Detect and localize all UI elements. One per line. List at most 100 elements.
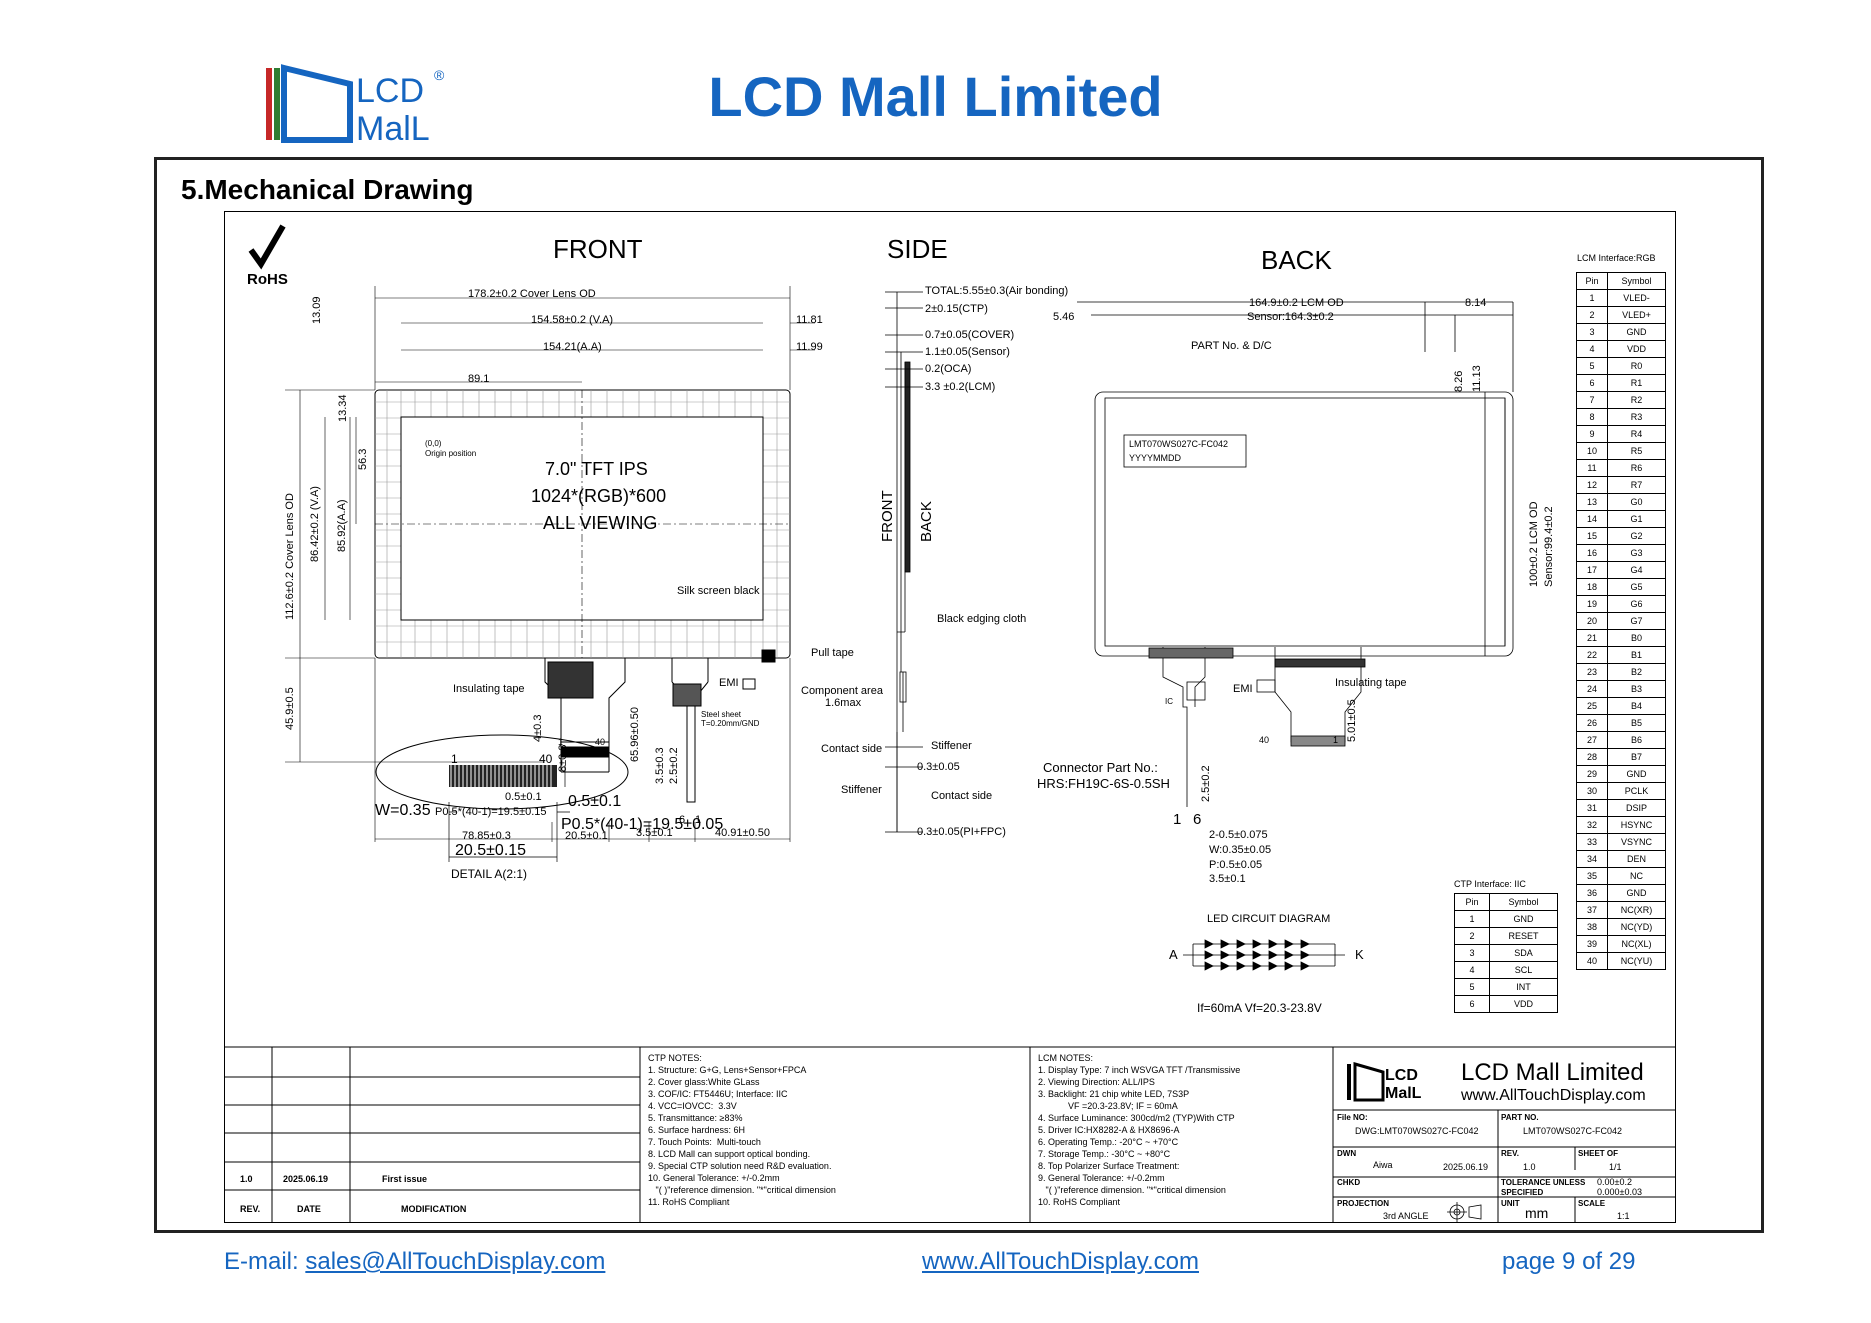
emi-label: EMI — [719, 677, 739, 689]
email-link[interactable]: sales@AllTouchDisplay.com — [305, 1248, 606, 1275]
tb-unit-label: UNIT — [1501, 1199, 1520, 1208]
tb-company: LCD Mall Limited — [1461, 1059, 1644, 1086]
symbol-cell: R0 — [1607, 357, 1666, 375]
connector-label: Connector Part No.: — [1043, 760, 1158, 775]
date-header: DATE — [297, 1204, 321, 1214]
tb-unit: mm — [1525, 1205, 1548, 1221]
detail-title: DETAIL A(2:1) — [451, 867, 527, 881]
symbol-cell: NC(XR) — [1607, 901, 1666, 919]
pin-cell: 18 — [1576, 578, 1608, 596]
symbol-cell: GND — [1607, 884, 1666, 902]
dim-1334: 13.34 — [337, 394, 349, 422]
display-line-3: ALL VIEWING — [543, 513, 657, 533]
symbol-cell: DSIP — [1607, 799, 1666, 817]
pin-cell: 5 — [1454, 978, 1490, 996]
tb-dwn-date: 2025.06.19 — [1443, 1162, 1488, 1172]
rohs-icon: RoHS — [247, 224, 288, 288]
website-link[interactable]: www.AllTouchDisplay.com — [922, 1248, 1199, 1275]
symbol-cell: G7 — [1607, 612, 1666, 630]
pin-cell: 31 — [1576, 799, 1608, 817]
back-dim-814: 8.14 — [1465, 297, 1486, 309]
symbol-cell: G1 — [1607, 510, 1666, 528]
company-logo: LCD MalL ® — [264, 62, 464, 148]
dim-cover-lens: 178.2±0.2 Cover Lens OD — [468, 288, 596, 300]
led-cathode: K — [1355, 947, 1364, 962]
pin-cell: 36 — [1576, 884, 1608, 902]
dim-35: 3.5±0.3 — [654, 747, 666, 784]
pin-cell: 6 — [1454, 995, 1490, 1013]
insulating-tape-label: Insulating tape — [453, 683, 525, 695]
fpc-pin-1: 1 — [558, 737, 563, 747]
symbol-cell: GND — [1607, 323, 1666, 341]
content-frame — [154, 157, 1764, 1233]
svg-text:®: ® — [434, 67, 445, 83]
symbol-cell: VDD — [1489, 995, 1558, 1013]
symbol-cell: B6 — [1607, 731, 1666, 749]
pin-cell: 6 — [1576, 374, 1608, 392]
pin-cell: 2 — [1454, 927, 1490, 945]
pin-cell: 25 — [1576, 697, 1608, 715]
dim-563: 56.3 — [357, 449, 369, 470]
led-anode: A — [1169, 947, 1178, 962]
tb-file-no-label: File NO: — [1337, 1113, 1368, 1122]
back-pin-40: 40 — [1259, 735, 1269, 745]
side-view-label: SIDE — [887, 234, 948, 264]
back-emi: EMI — [1233, 683, 1253, 695]
symbol-cell: B2 — [1607, 663, 1666, 681]
symbol-cell: G5 — [1607, 578, 1666, 596]
ctp-interface-title: CTP Interface: IIC — [1454, 879, 1526, 889]
symbol-cell: B4 — [1607, 697, 1666, 715]
pin-cell: 16 — [1576, 544, 1608, 562]
pin-cell: 15 — [1576, 527, 1608, 545]
tb-tol-1: 0.00±0.2 — [1597, 1177, 1632, 1187]
side-back-mark: BACK — [918, 501, 935, 542]
pin-cell: 28 — [1576, 748, 1608, 766]
back-lcm-od: 164.9±0.2 LCM OD — [1249, 297, 1344, 309]
mechanical-drawing: RoHS FRONT SIDE BACK 7.0" TFT IPS 1024*(… — [224, 211, 1676, 1223]
pin-cell: 37 — [1576, 901, 1608, 919]
origin-label: Origin position — [425, 449, 476, 458]
symbol-cell: PCLK — [1607, 782, 1666, 800]
dim-1309: 13.09 — [311, 296, 323, 324]
side-component-max: 1.6max — [825, 697, 862, 709]
pin-cell: 1 — [1576, 289, 1608, 307]
page-title: LCD Mall Limited — [708, 65, 1163, 128]
page-number: page 9 of 29 — [1502, 1248, 1636, 1275]
dim-v-va: 86.42±0.2 (V.A) — [309, 486, 321, 562]
tb-rev: 1.0 — [1523, 1162, 1536, 1172]
dim-351: 3.5±0.1 — [636, 827, 673, 839]
dim-4091: 40.91±0.50 — [715, 827, 770, 839]
pin-cell: 30 — [1576, 782, 1608, 800]
tb-chkd-label: CHKD — [1337, 1178, 1360, 1187]
front-view-label: FRONT — [553, 234, 643, 264]
svg-text:MalL: MalL — [356, 110, 430, 146]
tb-sheet-label: SHEET OF — [1578, 1149, 1618, 1158]
symbol-cell: INT — [1489, 978, 1558, 996]
pin-cell: 39 — [1576, 935, 1608, 953]
lcm-interface-title: LCM Interface:RGB — [1577, 253, 1656, 263]
back-v-sensor: Sensor:99.4±0.2 — [1543, 506, 1555, 587]
symbol-cell: G0 — [1607, 493, 1666, 511]
origin-coord: (0,0) — [425, 439, 442, 448]
side-lcm: 3.3 ±0.2(LCM) — [925, 381, 995, 393]
connector-dim-d: 3.5±0.1 — [1209, 873, 1246, 885]
pull-tape-label: Pull tape — [811, 647, 854, 659]
tb-part-no: LMT070WS027C-FC042 — [1523, 1126, 1622, 1136]
